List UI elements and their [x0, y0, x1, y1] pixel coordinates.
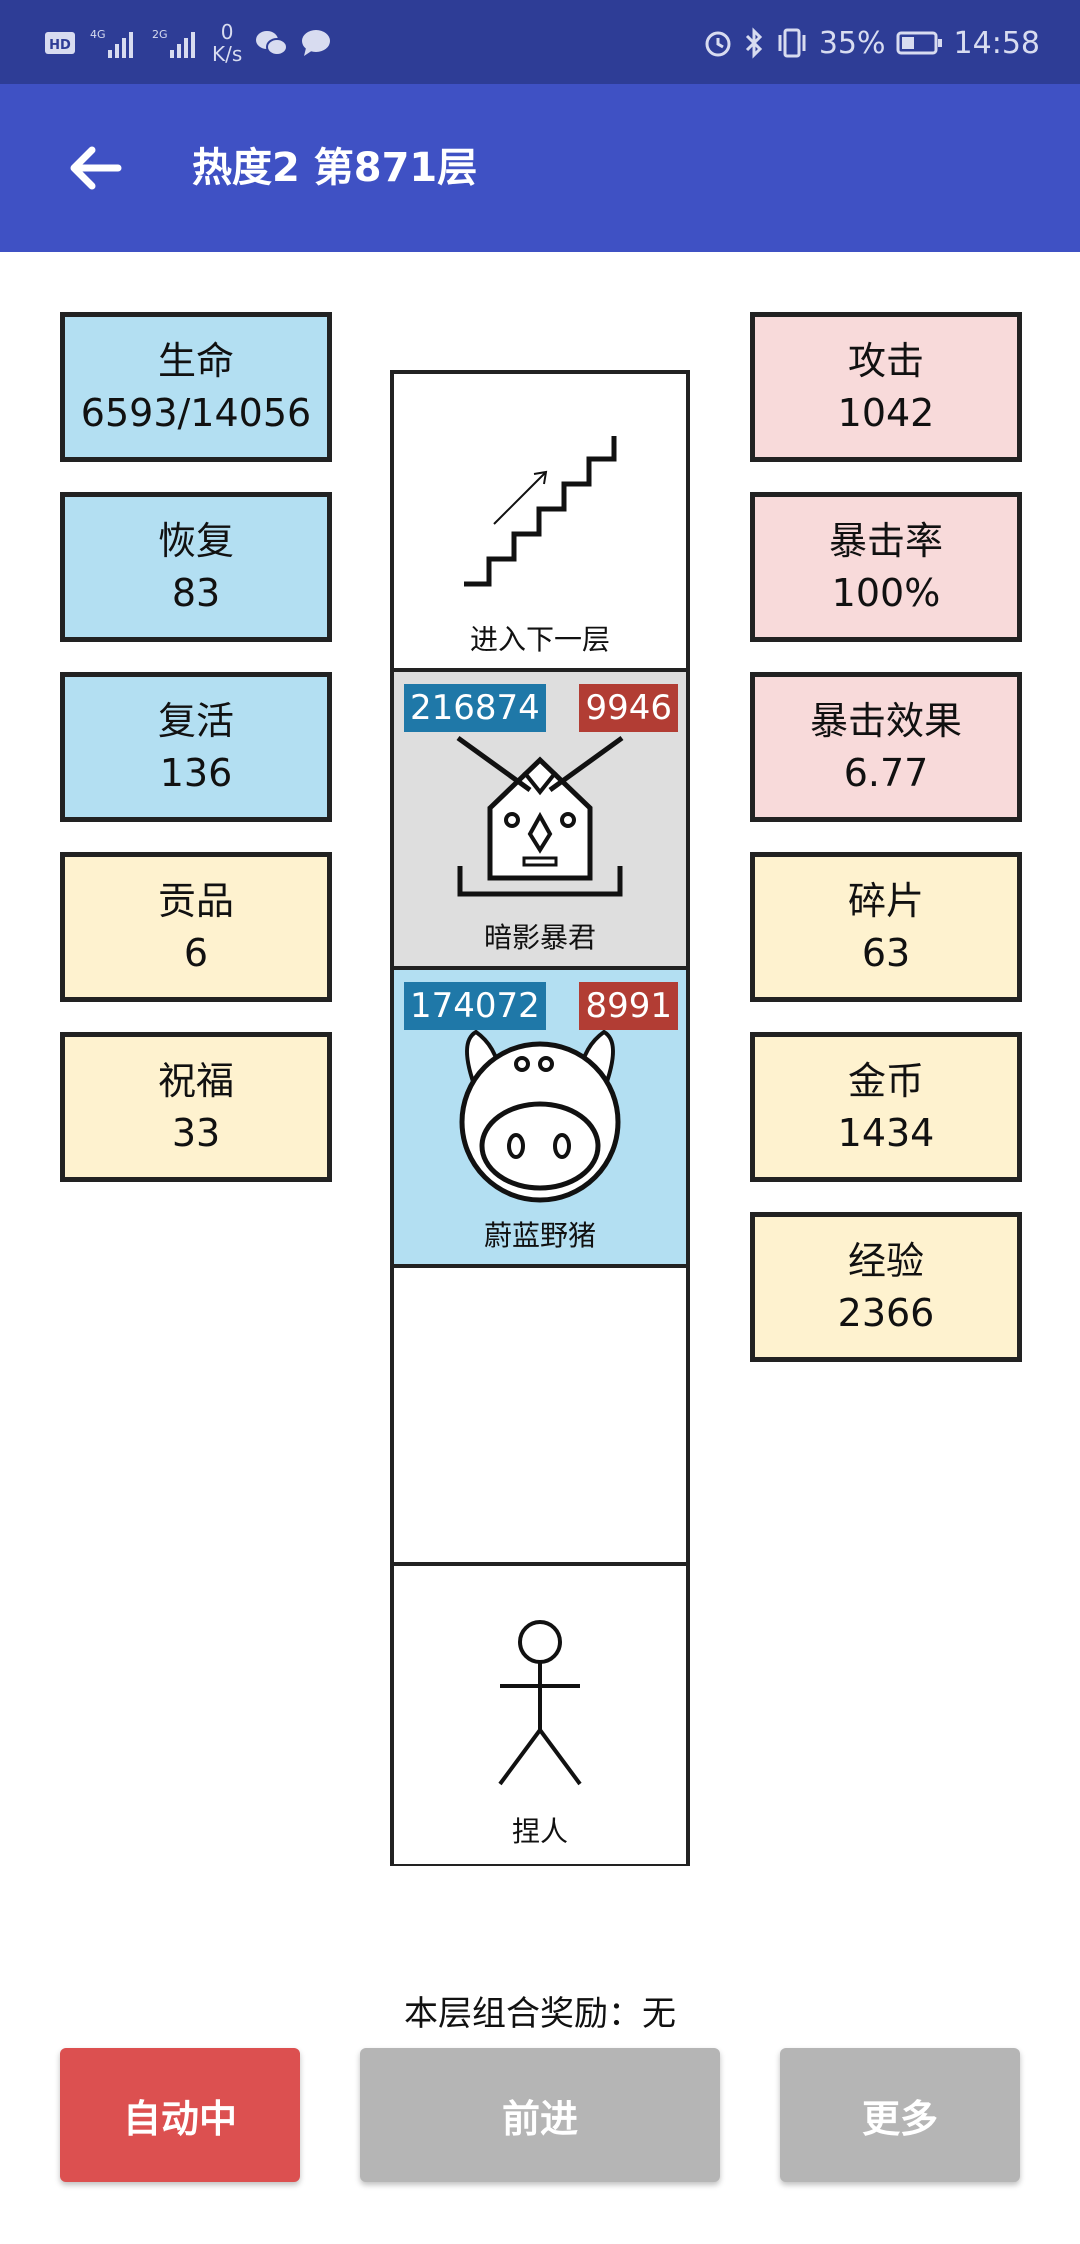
stat-label: 恢复: [157, 519, 234, 563]
stat-label: 碎片: [847, 879, 924, 923]
player-cell[interactable]: 捏人: [394, 1566, 686, 1864]
stat-value: 83: [171, 571, 221, 615]
stat-label: 经验: [847, 1239, 924, 1283]
signal-4g-icon: 4G: [90, 28, 133, 58]
stat-value: 33: [171, 1111, 221, 1155]
stat-label: 暴击率: [828, 519, 943, 563]
stat-value: 1042: [837, 391, 935, 435]
stat-value: 6593/14056: [80, 391, 312, 435]
message-icon: [302, 30, 331, 56]
status-bar: HD 4G 2G 0 K/s: [0, 0, 1080, 84]
stat-label: 复活: [157, 699, 234, 743]
combo-reward-text: 本层组合奖励：无: [404, 1994, 676, 2034]
stat-card-experience: 经验 2366: [750, 1212, 1022, 1362]
wechat-icon: [256, 31, 289, 56]
network-speed: 0 K/s: [212, 21, 242, 65]
stat-card-gold: 金币 1434: [750, 1032, 1022, 1182]
monster-attack-tag: 9946: [579, 684, 678, 732]
monster-name: 暗影暴君: [483, 921, 596, 954]
empty-cell[interactable]: [394, 1268, 686, 1566]
monster-name: 蔚蓝野猪: [483, 1219, 596, 1252]
signal-2g-icon: 2G: [152, 28, 195, 58]
stat-value: 136: [159, 751, 233, 795]
stat-label: 祝福: [157, 1059, 234, 1103]
status-right-group: 35% 14:58: [703, 18, 1040, 68]
stat-card-fragments: 碎片 63: [750, 852, 1022, 1002]
stat-value: 6.77: [843, 751, 929, 795]
stat-value: 1434: [837, 1111, 935, 1155]
svg-text:HD: HD: [49, 38, 71, 53]
battery-percent: 35%: [818, 25, 886, 61]
stat-card-blessing: 祝福 33: [60, 1032, 332, 1182]
stat-label: 暴击效果: [809, 699, 962, 743]
vibrate-icon: [778, 28, 806, 58]
stick-figure-icon: [498, 1620, 582, 1786]
stat-card-crit-effect: 暴击效果 6.77: [750, 672, 1022, 822]
stairs-icon: [464, 436, 617, 587]
stat-label: 贡品: [157, 879, 234, 923]
monster-cell-shadow-tyrant[interactable]: 216874 9946 暗影暴君: [394, 672, 686, 970]
status-left-group: HD 4G 2G 0 K/s: [44, 18, 332, 68]
auto-button[interactable]: 自动中: [60, 2048, 300, 2182]
boar-icon: [459, 1029, 621, 1203]
clock: 14:58: [953, 25, 1040, 61]
back-button[interactable]: [56, 130, 132, 206]
monster-hp-tag: 216874: [404, 684, 546, 732]
app-bar: 热度2 第871层: [0, 84, 1080, 252]
svg-text:4G: 4G: [90, 28, 106, 41]
stat-value: 6: [183, 931, 209, 975]
stat-value: 63: [861, 931, 911, 975]
battery-icon: [896, 31, 942, 55]
stat-card-revive: 复活 136: [60, 672, 332, 822]
stat-label: 生命: [157, 339, 234, 383]
stairs-label: 进入下一层: [469, 623, 610, 656]
stat-card-life: 生命 6593/14056: [60, 312, 332, 462]
arrow-left-icon: [70, 146, 122, 190]
monster-attack-tag: 8991: [579, 982, 678, 1030]
stat-card-tribute: 贡品 6: [60, 852, 332, 1002]
stat-card-attack: 攻击 1042: [750, 312, 1022, 462]
monster-cell-blue-boar[interactable]: 174072 8991 蔚蓝野猪: [394, 970, 686, 1268]
player-label: 捏人: [511, 1815, 568, 1848]
alarm-icon: [705, 31, 731, 57]
shadow-tyrant-icon: [456, 735, 624, 897]
stat-value: 100%: [831, 571, 941, 615]
stat-label: 攻击: [847, 339, 924, 383]
monster-hp-tag: 174072: [404, 982, 546, 1030]
hd-icon: HD: [45, 32, 75, 54]
stairs-cell[interactable]: 进入下一层: [394, 374, 686, 672]
stat-label: 金币: [847, 1059, 924, 1103]
bluetooth-icon: [745, 27, 762, 59]
stat-card-recovery: 恢复 83: [60, 492, 332, 642]
page-title: 热度2 第871层: [192, 145, 478, 191]
svg-text:2G: 2G: [152, 28, 168, 41]
network-speed-unit: K/s: [212, 42, 243, 66]
tower-column: 进入下一层 216874 9946 暗影暴君 174072: [390, 370, 690, 1866]
network-speed-value: 0: [220, 20, 234, 44]
stat-card-crit-rate: 暴击率 100%: [750, 492, 1022, 642]
stat-value: 2366: [837, 1291, 935, 1335]
forward-button[interactable]: 前进: [360, 2048, 720, 2182]
more-button[interactable]: 更多: [780, 2048, 1020, 2182]
